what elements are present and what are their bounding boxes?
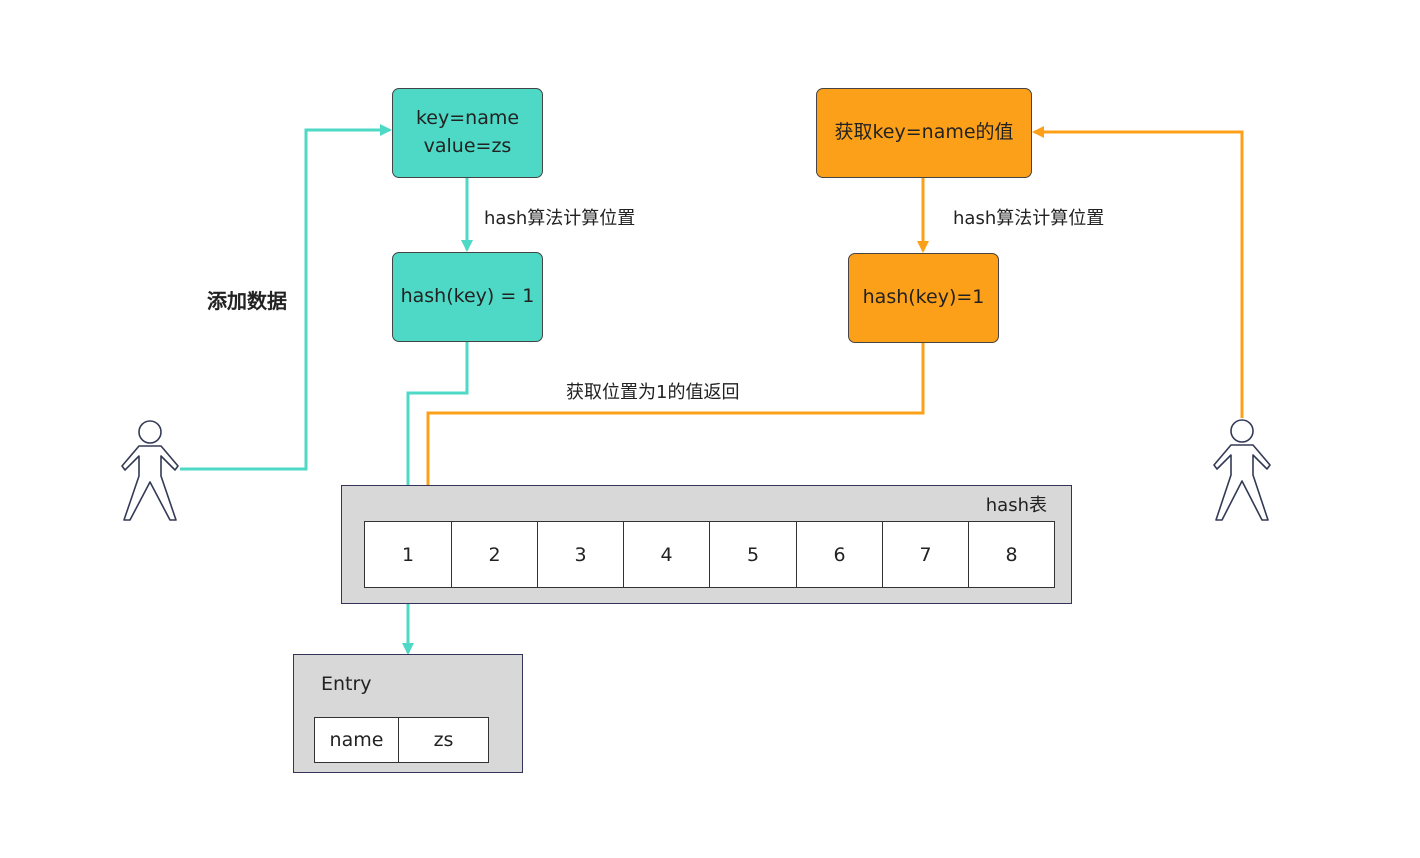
left-hash-step-label: hash算法计算位置 bbox=[484, 208, 636, 229]
entry-value-cell: zs bbox=[433, 729, 454, 751]
hash-cell: 3 bbox=[538, 522, 624, 587]
hash-cell: 2 bbox=[452, 522, 538, 587]
orange-arrow-return bbox=[422, 342, 925, 521]
get-value-box: 获取key=name的值 bbox=[816, 88, 1032, 178]
return-label: 获取位置为1的值返回 bbox=[566, 382, 740, 403]
hash-cell: 4 bbox=[624, 522, 710, 587]
get-value-text: 获取key=name的值 bbox=[834, 121, 1014, 144]
right-hash-step-label: hash算法计算位置 bbox=[953, 208, 1105, 229]
value-text: value=zs bbox=[423, 135, 512, 157]
entry-title: Entry bbox=[321, 673, 372, 695]
key-value-box: key=name value=zs bbox=[392, 88, 543, 178]
left-hash-box: hash(key) = 1 bbox=[392, 252, 543, 342]
person-icon bbox=[121, 420, 179, 521]
hash-cell: 7 bbox=[883, 522, 969, 587]
hash-cell: 5 bbox=[710, 522, 797, 587]
entry-cells: name zs bbox=[314, 717, 489, 763]
hash-cell: 8 bbox=[1005, 543, 1018, 566]
teal-arrow-store bbox=[402, 342, 469, 521]
right-hash-box: hash(key)=1 bbox=[848, 253, 999, 343]
left-hash-text: hash(key) = 1 bbox=[400, 285, 535, 308]
add-data-label: 添加数据 bbox=[207, 289, 287, 313]
hash-cell: 6 bbox=[797, 522, 883, 587]
hash-cell: 1 bbox=[365, 522, 452, 587]
key-text: key=name bbox=[415, 107, 520, 130]
entry-key-cell: name bbox=[315, 718, 399, 762]
hash-table-title: hash表 bbox=[985, 495, 1047, 516]
hash-table-cells: 1 2 3 4 5 6 7 8 bbox=[364, 521, 1055, 588]
orange-arrow-get bbox=[1032, 126, 1244, 418]
right-hash-text: hash(key)=1 bbox=[862, 286, 985, 309]
teal-arrow-add bbox=[180, 124, 392, 471]
person-icon bbox=[1213, 419, 1271, 521]
